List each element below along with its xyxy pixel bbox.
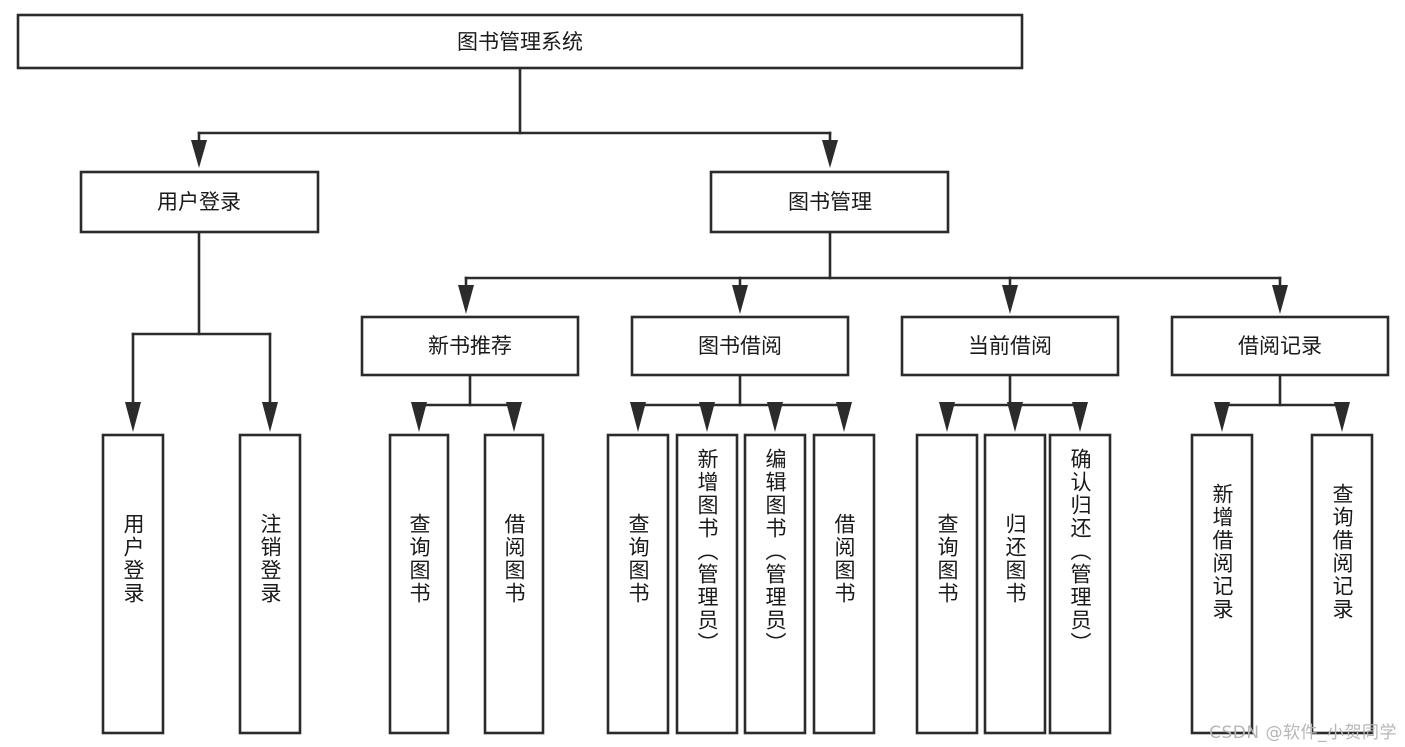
arrow-newbook-leaf-1 — [411, 402, 427, 432]
leaf-borrow-query-book[interactable]: 查询图书 — [606, 433, 670, 735]
leaf-borrow-edit-book[interactable]: 编辑图书（管理员） — [743, 433, 807, 735]
arrow-currentborrow-leaf-3 — [1072, 402, 1088, 432]
leaf-current-query-book-box — [915, 433, 979, 735]
arrow-borrowrecord-leaf-2 — [1334, 402, 1350, 432]
arrow-to-user-login — [191, 140, 207, 168]
node-book-management-label: 图书管理 — [788, 190, 872, 214]
leaf-borrow-add-book-label: 新增图书（管理员） — [695, 448, 719, 655]
leaf-newbook-query-book-box — [388, 433, 450, 735]
arrow-currentborrow-leaf-2 — [1007, 402, 1023, 432]
leaf-borrow-add-book-box — [675, 433, 739, 735]
leaf-borrow-query-book-label: 查询图书 — [626, 513, 650, 605]
leaf-newbook-borrow-book-box — [483, 433, 545, 735]
arrow-to-new-book-rec — [458, 285, 474, 314]
leaf-record-add-record-box — [1190, 433, 1254, 735]
node-borrow-record[interactable]: 借阅记录 — [1170, 315, 1390, 377]
leaf-logout[interactable]: 注销登录 — [238, 433, 302, 735]
node-borrow-record-label: 借阅记录 — [1238, 334, 1322, 358]
node-book-borrow-box — [630, 315, 850, 377]
leaf-current-return-book-box — [983, 433, 1047, 735]
leaf-record-add-record[interactable]: 新增借阅记录 — [1190, 433, 1254, 735]
leaf-borrow-query-book-box — [606, 433, 670, 735]
leaf-current-confirm-return-label: 确认归还（管理员） — [1068, 448, 1092, 655]
leaf-borrow-add-book[interactable]: 新增图书（管理员） — [675, 433, 739, 735]
leaf-user-login[interactable]: 用户登录 — [101, 433, 165, 735]
leaf-current-return-book-label: 归还图书 — [1003, 513, 1027, 605]
node-root-system-label: 图书管理系统 — [457, 30, 583, 54]
node-root-system-box — [16, 13, 1024, 70]
leaf-current-confirm-return[interactable]: 确认归还（管理员） — [1048, 433, 1112, 735]
node-new-book-recommend-box — [360, 315, 580, 377]
node-user-login-label: 用户登录 — [157, 190, 241, 214]
leaf-borrow-borrow-book[interactable]: 借阅图书 — [812, 433, 876, 735]
leaf-logout-label: 注销登录 — [258, 513, 282, 605]
leaf-newbook-query-book-label: 查询图书 — [407, 513, 431, 605]
arrow-borrowrecord-leaf-1 — [1214, 402, 1230, 432]
arrow-to-current-borrow — [1002, 285, 1018, 314]
leaf-current-return-book[interactable]: 归还图书 — [983, 433, 1047, 735]
node-root-system[interactable]: 图书管理系统 — [16, 13, 1024, 70]
node-book-management-box — [709, 170, 950, 234]
node-new-book-recommend-label: 新书推荐 — [428, 334, 512, 358]
node-new-book-recommend[interactable]: 新书推荐 — [360, 315, 580, 377]
arrow-to-borrow-record — [1272, 285, 1288, 314]
node-current-borrow-label: 当前借阅 — [968, 334, 1052, 358]
arrow-to-leaf-logout — [262, 402, 278, 432]
leaf-borrow-borrow-book-label: 借阅图书 — [832, 513, 856, 605]
leaf-record-query-record[interactable]: 查询借阅记录 — [1310, 433, 1374, 735]
arrow-bookborrow-leaf-2 — [699, 402, 715, 432]
leaf-user-login-label: 用户登录 — [121, 513, 145, 605]
arrow-bookborrow-leaf-4 — [836, 402, 852, 432]
leaf-current-confirm-return-box — [1048, 433, 1112, 735]
node-borrow-record-box — [1170, 315, 1390, 377]
arrow-bookborrow-leaf-1 — [630, 402, 646, 432]
leaf-record-query-record-box — [1310, 433, 1374, 735]
arrow-newbook-leaf-2 — [506, 402, 522, 432]
leaf-user-login-box — [101, 433, 165, 735]
leaf-borrow-edit-book-label: 编辑图书（管理员） — [763, 448, 787, 655]
node-book-borrow[interactable]: 图书借阅 — [630, 315, 850, 377]
leaf-record-query-record-label: 查询借阅记录 — [1330, 483, 1354, 621]
node-book-borrow-label: 图书借阅 — [698, 334, 782, 358]
arrow-currentborrow-leaf-1 — [939, 402, 955, 432]
leaf-borrow-borrow-book-box — [812, 433, 876, 735]
node-user-login-box — [79, 170, 320, 234]
node-current-borrow-box — [900, 315, 1120, 377]
connector-layer — [125, 66, 1350, 432]
leaf-newbook-borrow-book-label: 借阅图书 — [502, 513, 526, 605]
leaf-logout-box — [238, 433, 302, 735]
leaf-newbook-query-book[interactable]: 查询图书 — [388, 433, 450, 735]
leaf-borrow-edit-book-box — [743, 433, 807, 735]
leaf-current-query-book-label: 查询图书 — [935, 513, 959, 605]
node-user-login[interactable]: 用户登录 — [79, 170, 320, 234]
arrow-to-book-manage — [822, 140, 838, 168]
node-current-borrow[interactable]: 当前借阅 — [900, 315, 1120, 377]
leaf-newbook-borrow-book[interactable]: 借阅图书 — [483, 433, 545, 735]
arrow-to-book-borrow — [732, 285, 748, 314]
leaf-record-add-record-label: 新增借阅记录 — [1210, 483, 1234, 621]
node-book-management[interactable]: 图书管理 — [709, 170, 950, 234]
arrow-to-leaf-user-login — [125, 402, 141, 432]
arrow-bookborrow-leaf-3 — [767, 402, 783, 432]
leaf-current-query-book[interactable]: 查询图书 — [915, 433, 979, 735]
